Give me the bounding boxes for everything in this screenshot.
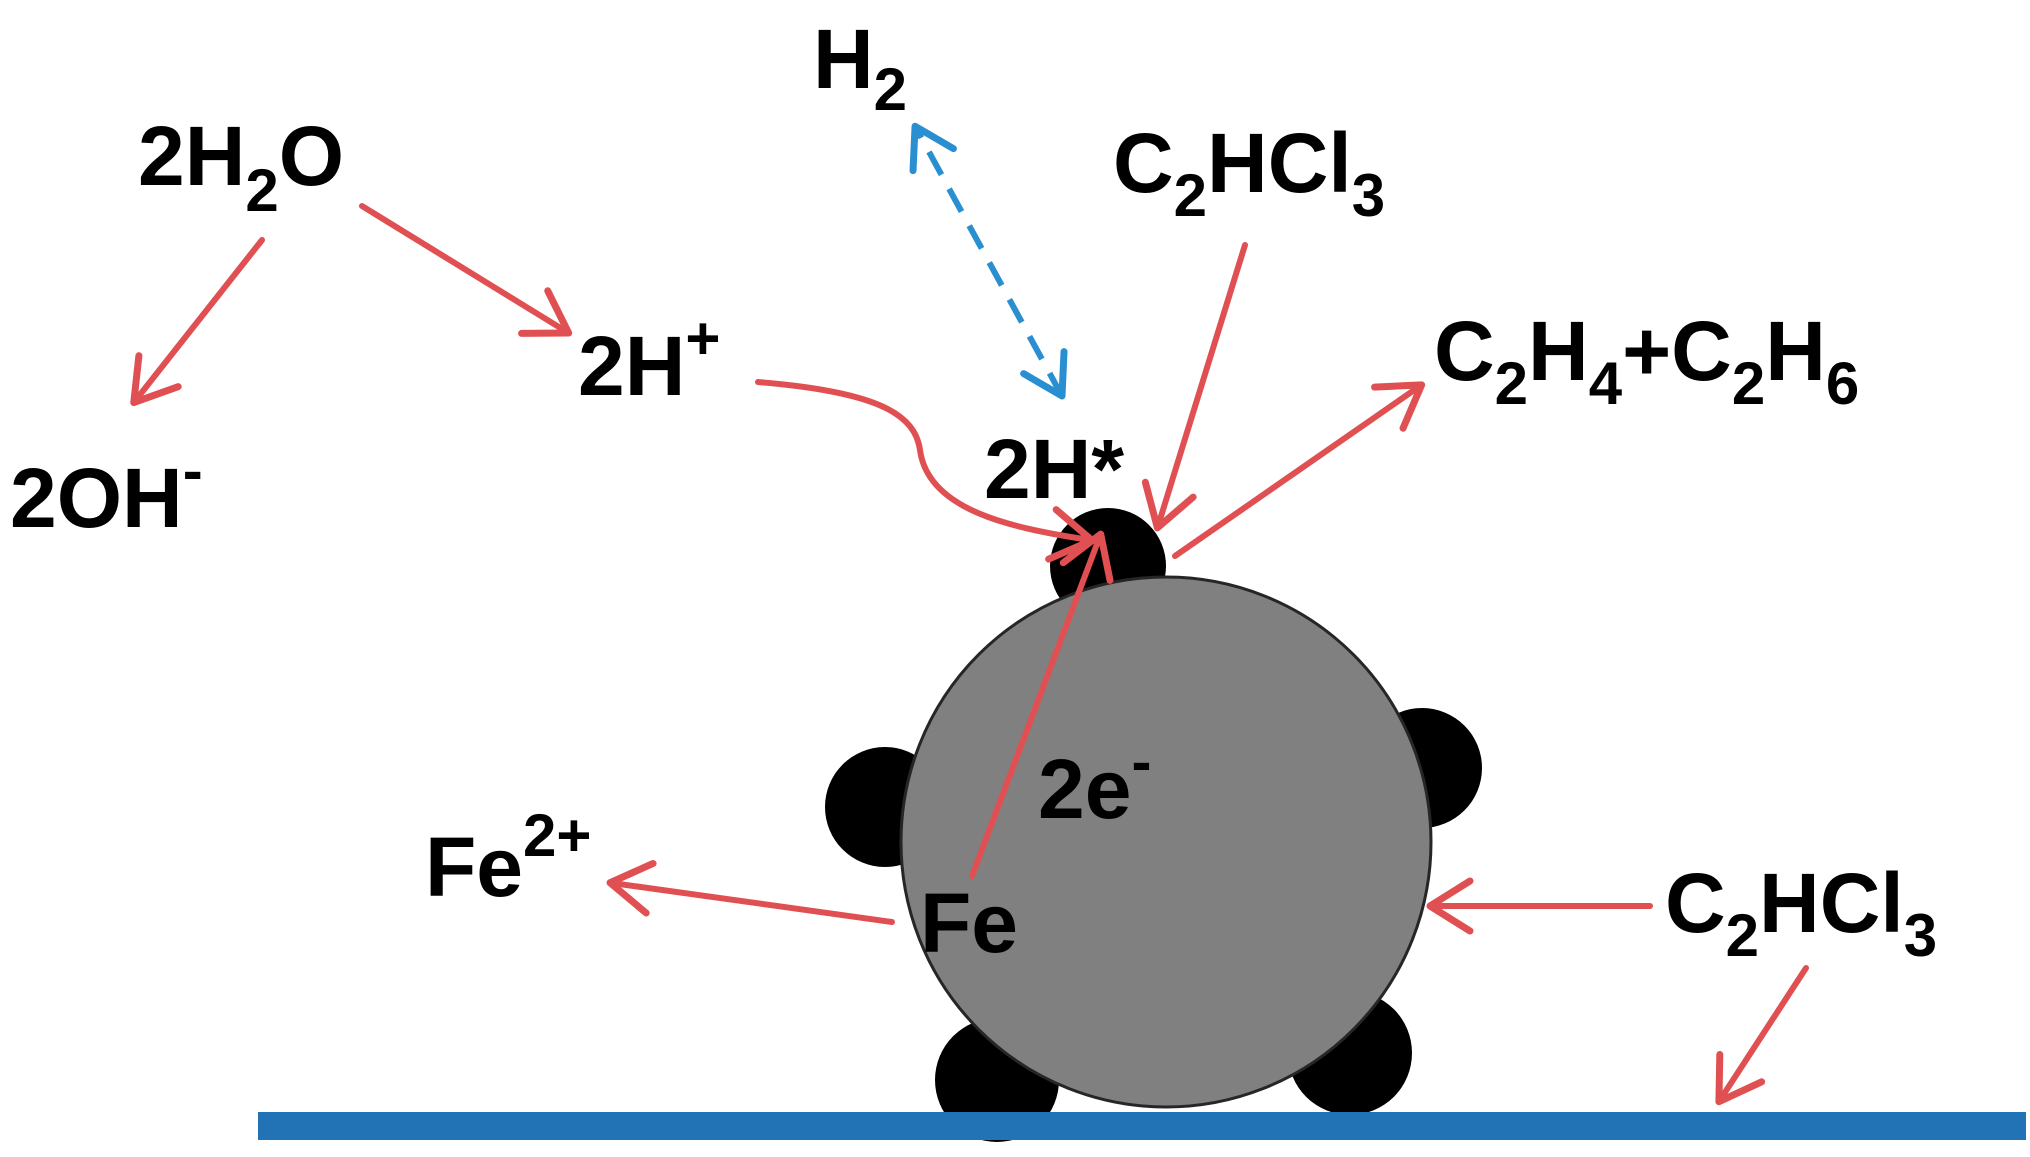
arrow-proton-to-surface <box>755 379 1096 563</box>
label-water: 2H2O <box>138 109 344 224</box>
arrow-tce-to-surface <box>1141 242 1248 532</box>
iron-particle <box>899 575 1433 1109</box>
label-adsorbed-hydrogen: 2H* <box>984 422 1124 516</box>
label-ferrous-ion: Fe2+ <box>425 802 591 914</box>
label-proton: 2H+ <box>578 305 720 413</box>
dashed-arrow-h2-exchange <box>909 122 1068 400</box>
arrow-water-to-hydroxide <box>130 237 265 407</box>
arrow-iron-to-ferrous <box>606 859 895 925</box>
label-tce-right: C2HCl3 <box>1665 856 1937 969</box>
arrow-water-to-proton <box>359 203 573 337</box>
label-electrons: 2e- <box>1038 728 1151 836</box>
arrow-surface-to-products <box>1172 381 1426 559</box>
label-iron: Fe <box>920 876 1018 970</box>
red-arrows <box>130 203 1809 1106</box>
arrow-tce-to-surface-bar <box>1715 965 1809 1106</box>
label-hydrogen-gas: H2 <box>813 12 907 123</box>
arrow-electrons-up <box>969 530 1114 879</box>
label-hydroxide: 2OH- <box>10 437 203 545</box>
label-products: C2H4+C2H6 <box>1434 304 1859 417</box>
surface-bar <box>258 1112 2026 1140</box>
label-tce-top: C2HCl3 <box>1113 116 1385 229</box>
